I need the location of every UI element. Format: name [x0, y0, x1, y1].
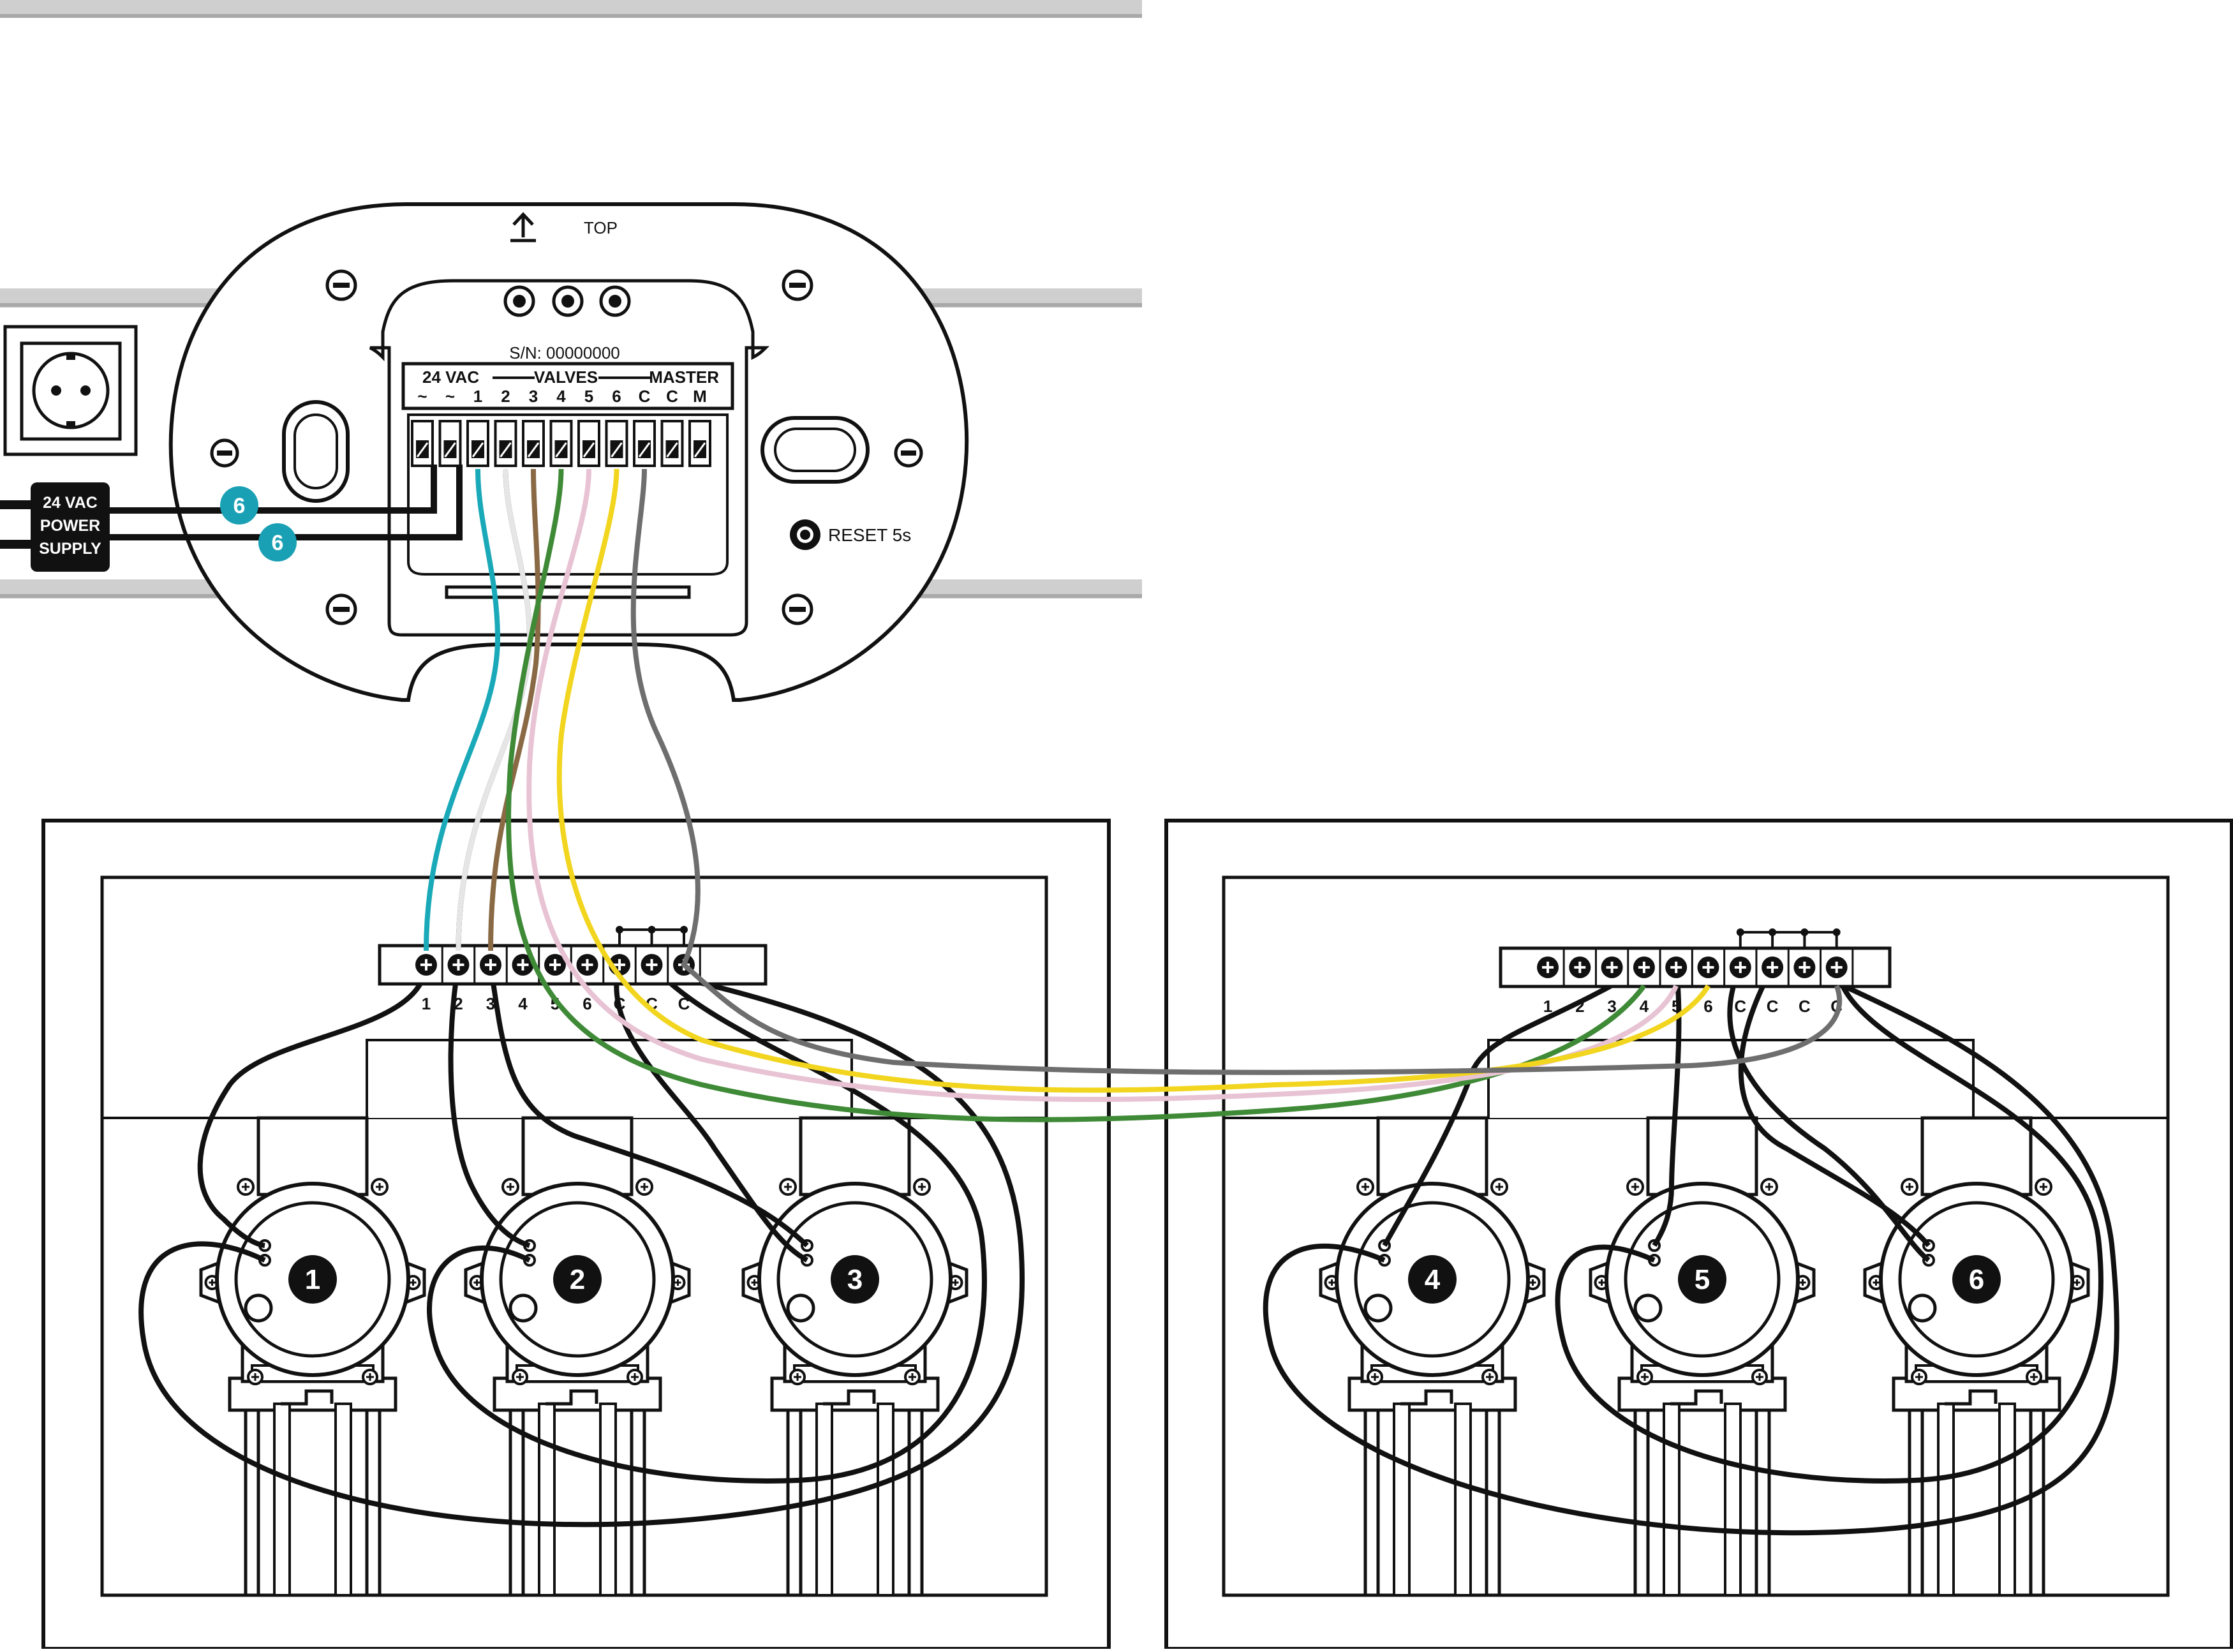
- wire-valve-2-hot: [448, 964, 531, 1248]
- terminal-label: 4: [1640, 997, 1649, 1016]
- valve-number-badge: [553, 1255, 602, 1304]
- terminal-label: 6: [582, 994, 591, 1013]
- controller-terminal-slot[interactable]: [494, 420, 517, 467]
- valve-number-label: 6: [1969, 1264, 1984, 1295]
- controller-terminal-label: 6: [612, 387, 621, 406]
- terminal-label: C: [1799, 997, 1811, 1016]
- valve-6: 6: [1863, 1116, 2090, 1597]
- terminal-group-valves: VALVES: [534, 368, 598, 387]
- wire-valve-5-hot: [1652, 967, 1682, 1247]
- controller-terminal-label: 2: [501, 387, 510, 406]
- terminal-label: 1: [422, 994, 431, 1013]
- valve-number-badge: [1952, 1255, 2001, 1304]
- bus-wires: [424, 468, 1843, 1122]
- terminal-label: 4: [518, 994, 528, 1013]
- terminal-label: 5: [1672, 997, 1680, 1016]
- wire-zone-3: [488, 468, 541, 951]
- controller-terminal-label: 1: [473, 387, 482, 406]
- controller-terminal-label: 5: [584, 387, 593, 406]
- wire-valve-3-hot: [488, 964, 809, 1247]
- wire-zone-4: [506, 468, 1647, 1122]
- terminal-label: C: [1734, 997, 1746, 1016]
- terminal-group-power: 24 VAC: [422, 368, 479, 387]
- controller-terminal-slot[interactable]: [522, 420, 545, 467]
- valve-number-label: 2: [570, 1264, 585, 1295]
- controller-terminal-slot[interactable]: [411, 420, 434, 467]
- terminal-group-master: MASTER: [649, 368, 719, 387]
- callout-6-top: [220, 486, 258, 525]
- wire-valve-6-hot: [1738, 966, 1931, 1247]
- valve-number-label: 4: [1425, 1264, 1441, 1295]
- terminal-label: C: [678, 994, 690, 1013]
- controller-terminal-label: ~: [417, 387, 427, 406]
- cavity-screws: [503, 285, 631, 317]
- controller-base: TOP S/N: 00000000 24 VAC VALVES MASTER ~…: [168, 202, 969, 702]
- wall-socket: [3, 325, 138, 456]
- terminal-label: C: [614, 994, 626, 1013]
- controller-terminal-label: 3: [529, 387, 538, 406]
- left-slot: [282, 400, 350, 503]
- valve-number-badge: [831, 1255, 879, 1304]
- callout-label-bottom: 6: [272, 531, 284, 555]
- reset-label: RESET 5s: [828, 525, 911, 545]
- power-supply: 24 VAC POWER SUPPLY 6 6: [0, 465, 463, 572]
- controller-terminal-label: C: [639, 387, 651, 406]
- valve-3: 3: [741, 1116, 968, 1597]
- valve-number-label: 3: [847, 1264, 863, 1295]
- wire-zone-5: [526, 468, 1679, 1102]
- top-label: TOP: [584, 218, 618, 237]
- wire-common: [630, 468, 1843, 1075]
- right-slot: [760, 416, 870, 484]
- valve-number-badge: [288, 1255, 337, 1304]
- valve-4: 4: [1319, 1116, 1546, 1597]
- valve-5: 5: [1589, 1116, 1816, 1597]
- wire-valve-2-common: [427, 963, 987, 1484]
- terminal-label: 2: [1575, 997, 1584, 1016]
- controller-terminal-label: 4: [556, 387, 566, 406]
- valve-1: 1: [199, 1116, 426, 1597]
- controller-terminal-slot[interactable]: [688, 420, 711, 467]
- valves: 1 2 3 4 5 6: [199, 1116, 2090, 1597]
- valve-number-label: 5: [1695, 1264, 1710, 1295]
- terminal-label: 6: [1703, 997, 1712, 1016]
- wire-zone-1: [424, 468, 501, 951]
- terminal-label: 2: [454, 994, 463, 1013]
- terminal-label: C: [1767, 997, 1779, 1016]
- mounting-holes: [210, 269, 923, 625]
- wire-valve-1-common: [138, 962, 1025, 1528]
- terminal-label: 1: [1543, 997, 1552, 1016]
- callout-label-top: 6: [234, 494, 246, 518]
- wire-valve-1-hot: [197, 964, 429, 1248]
- wire-valve-4-common: [1263, 965, 2119, 1536]
- terminal-label: 3: [1607, 997, 1616, 1016]
- wire-valve-5-common: [1555, 967, 2103, 1484]
- valve-number-label: 1: [305, 1264, 320, 1295]
- valve-number-badge: [1678, 1255, 1726, 1304]
- valve-number-badge: [1408, 1255, 1457, 1304]
- power-supply-line-3: SUPPLY: [39, 540, 101, 558]
- power-supply-line-2: POWER: [40, 517, 100, 535]
- up-arrow-icon: [510, 212, 536, 242]
- valve-wires: [138, 962, 2119, 1536]
- serial-number: S/N: 00000000: [509, 343, 619, 362]
- controller-terminal-label: M: [693, 387, 707, 406]
- callout-6-bottom: [258, 523, 297, 562]
- controller-terminal-label: C: [666, 387, 678, 406]
- wire-valve-6-common: [1727, 966, 1931, 1263]
- power-supply-line-1: 24 VAC: [43, 494, 98, 512]
- valve-2: 2: [464, 1116, 691, 1597]
- terminal-label: 3: [486, 994, 495, 1013]
- controller-terminal-label: ~: [445, 387, 455, 406]
